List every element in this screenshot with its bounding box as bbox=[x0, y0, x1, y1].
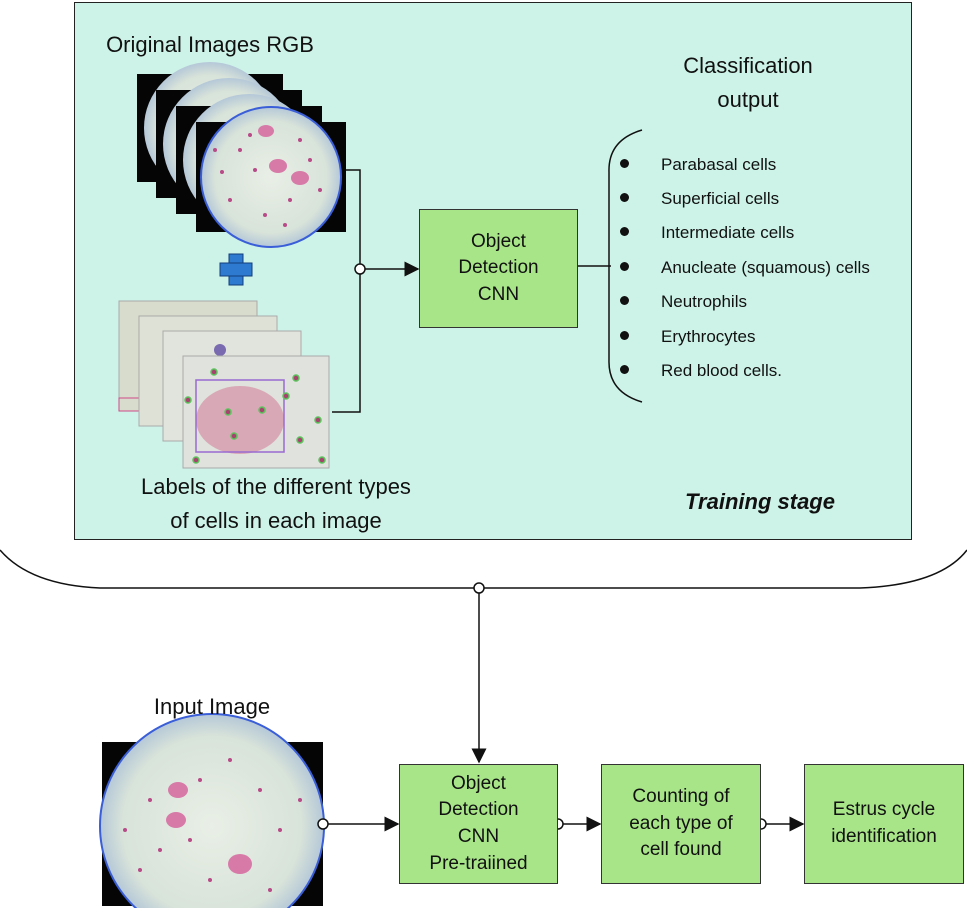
input-image bbox=[99, 713, 325, 908]
class-item: Intermediate cells bbox=[661, 223, 795, 242]
classification-title-line1: Classification bbox=[683, 53, 813, 78]
object-detection-cnn-pretrained-box: Object Detection CNN Pre-traiined bbox=[399, 764, 558, 884]
original-images-label: Original Images RGB bbox=[106, 32, 314, 57]
labels-caption-line2: of cells in each image bbox=[170, 508, 382, 533]
bullet-icon bbox=[620, 193, 629, 202]
class-item: Anucleate (squamous) cells bbox=[661, 258, 870, 277]
counting-box: Counting of each type of cell found bbox=[601, 764, 761, 884]
bullet-icon bbox=[620, 296, 629, 305]
labeled-images-stack bbox=[118, 300, 330, 469]
estrus-identification-box: Estrus cycle identification bbox=[804, 764, 964, 884]
class-item: Red blood cells. bbox=[661, 361, 782, 380]
bullet-icon bbox=[620, 159, 629, 168]
bullet-icon bbox=[620, 227, 629, 236]
object-detection-cnn-box: Object Detection CNN bbox=[419, 209, 578, 328]
class-item: Parabasal cells bbox=[661, 155, 777, 174]
bullet-icon bbox=[620, 365, 629, 374]
class-item: Superficial cells bbox=[661, 189, 780, 208]
original-images-stack bbox=[137, 62, 346, 248]
plus-icon bbox=[219, 253, 253, 286]
class-item: Erythrocytes bbox=[661, 327, 756, 346]
bullet-icon bbox=[620, 331, 629, 340]
input-image-label: Input Image bbox=[153, 694, 271, 719]
classification-title-line2: output bbox=[717, 87, 779, 112]
bullet-icon bbox=[620, 262, 629, 271]
training-stage-label: Training stage bbox=[685, 489, 835, 514]
labels-caption-line1: Labels of the different types bbox=[141, 474, 411, 499]
class-item: Neutrophils bbox=[661, 292, 747, 311]
